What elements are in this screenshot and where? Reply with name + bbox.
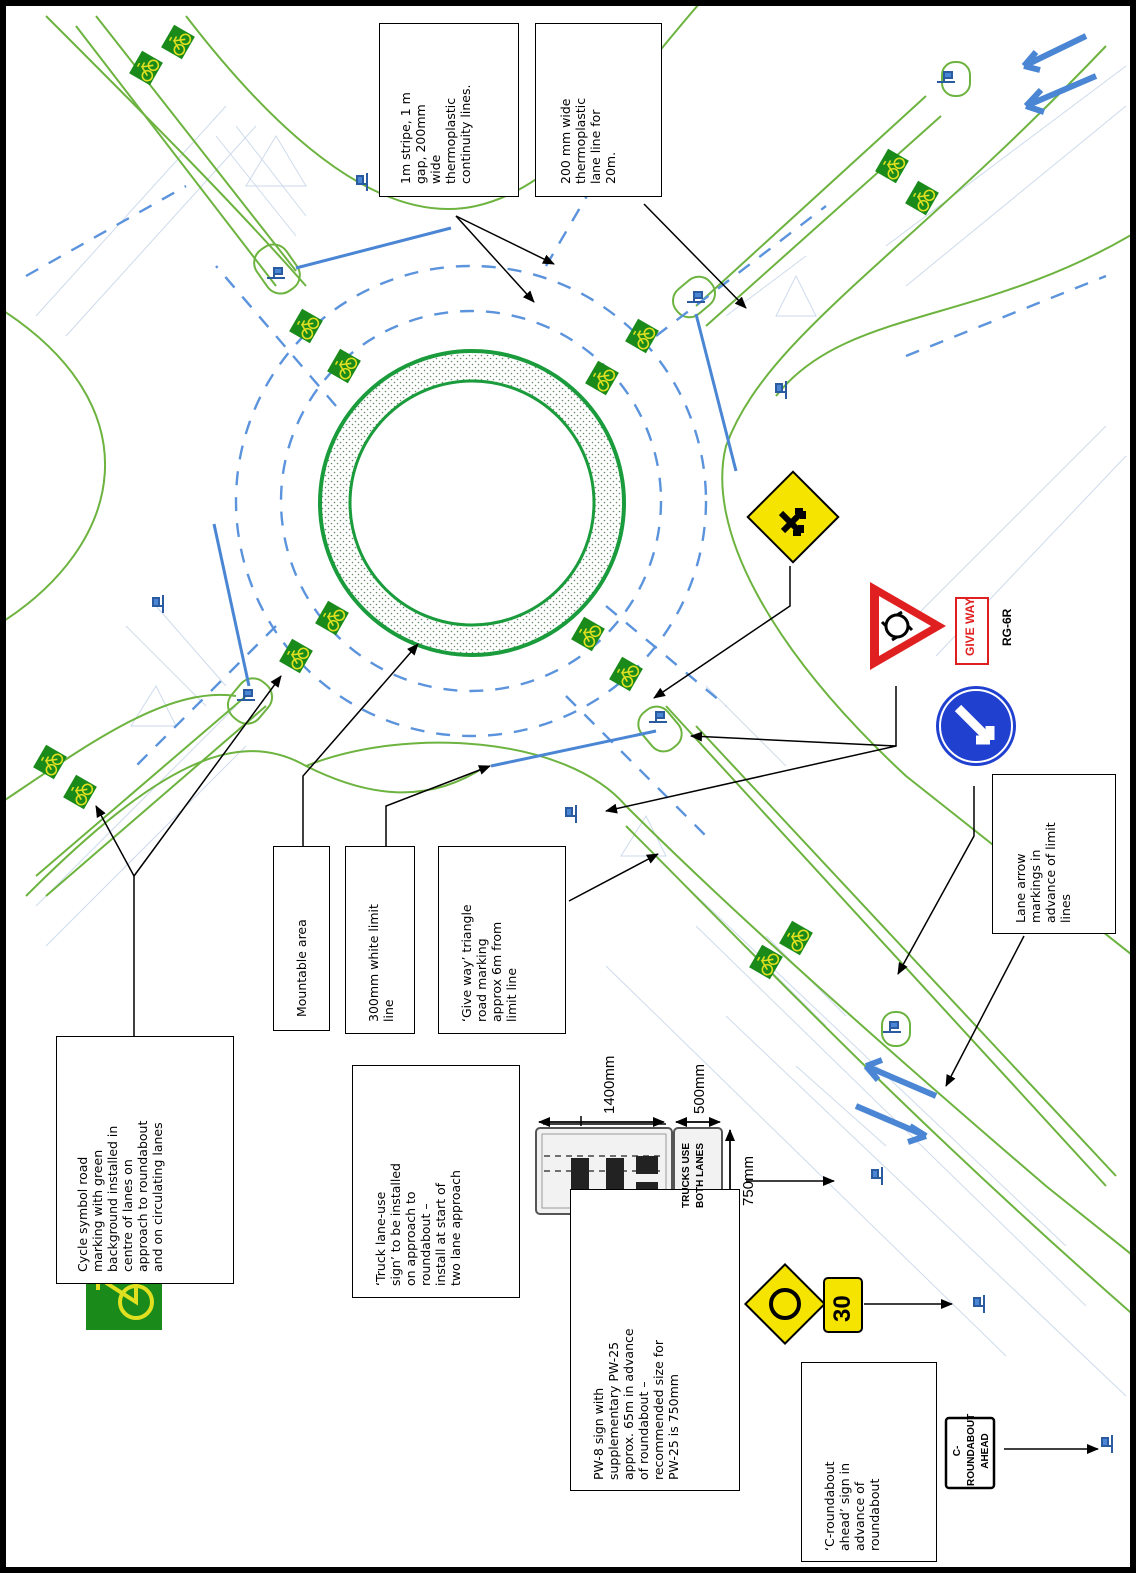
limit-lines [212, 226, 738, 768]
dimension-750mm: 750mm [740, 1155, 757, 1206]
callout-pw8-sign: PW-8 sign with supplementary PW-25 appro… [570, 1189, 740, 1491]
c-roundabout-sign-text: C-ROUNDABOUT AHEAD [952, 1413, 991, 1486]
give-way-triangle-sign [870, 582, 946, 670]
callout-giveway-triangle: ‘Give way’ triangle road marking approx … [438, 846, 566, 1034]
callout-cycle-symbol: Cycle symbol road marking with green bac… [56, 1036, 234, 1284]
pw8-sign [743, 1262, 827, 1346]
lane-arrows [854, 33, 1098, 1145]
dimension-1400mm: 1400mm [601, 1055, 618, 1114]
callout-truck-lane: ‘Truck lane-use sign’ to be installed on… [352, 1065, 520, 1298]
callout-lane-arrows: Lane arrow markings in advance of limit … [992, 774, 1116, 934]
callout-mountable-area: Mountable area [273, 846, 330, 1031]
callout-truck-lane-text: ‘Truck lane-use sign’ to be installed on… [373, 1163, 463, 1286]
callout-lane-line-text: 200 mm wide thermoplastic lane line for … [558, 97, 618, 184]
callout-continuity-lines-text: 1m stripe, 1 m gap, 200mm wide thermopla… [398, 84, 473, 184]
road-edges [6, 6, 1130, 1314]
splitter-islands [226, 61, 971, 1047]
callout-lane-line: 200 mm wide thermoplastic lane line for … [535, 23, 662, 197]
callout-limit-line-text: 300mm white limit line [366, 904, 396, 1022]
callout-c-roundabout: ‘C-roundabout ahead’ sign in advance of … [801, 1362, 937, 1562]
c-roundabout-plate [944, 1416, 996, 1490]
truck-sign-text: TRUCKS USE BOTH LANES [681, 1142, 706, 1208]
callout-limit-line: 300mm white limit line [345, 846, 415, 1034]
callout-cycle-symbol-text: Cycle symbol road marking with green bac… [75, 1120, 165, 1272]
keep-left-sign [936, 686, 1016, 766]
callout-mountable-area-text: Mountable area [294, 919, 309, 1017]
callout-continuity-lines: 1m stripe, 1 m gap, 200mm wide thermopla… [379, 23, 519, 197]
give-way-text: GIVE WAY [963, 597, 977, 656]
dimension-500mm: 500mm [691, 1063, 708, 1114]
callout-pw8-sign-text: PW-8 sign with supplementary PW-25 appro… [591, 1328, 681, 1480]
callout-c-roundabout-text: ‘C-roundabout ahead’ sign in advance of … [822, 1461, 882, 1551]
central-island [318, 349, 626, 657]
pw25-plate [823, 1277, 863, 1333]
callout-giveway-triangle-text: ‘Give way’ triangle road marking approx … [459, 904, 519, 1022]
dashed-lane-lines [25, 145, 1107, 837]
callout-lane-arrows-text: Lane arrow markings in advance of limit … [1013, 822, 1073, 923]
give-way-plate [955, 597, 989, 665]
rg6r-code: RG-6R [1000, 608, 1014, 646]
speed-limit-value: 30 [829, 1295, 856, 1322]
leader-arrows [95, 203, 1099, 1454]
pw-diagonal-sign [746, 470, 840, 564]
